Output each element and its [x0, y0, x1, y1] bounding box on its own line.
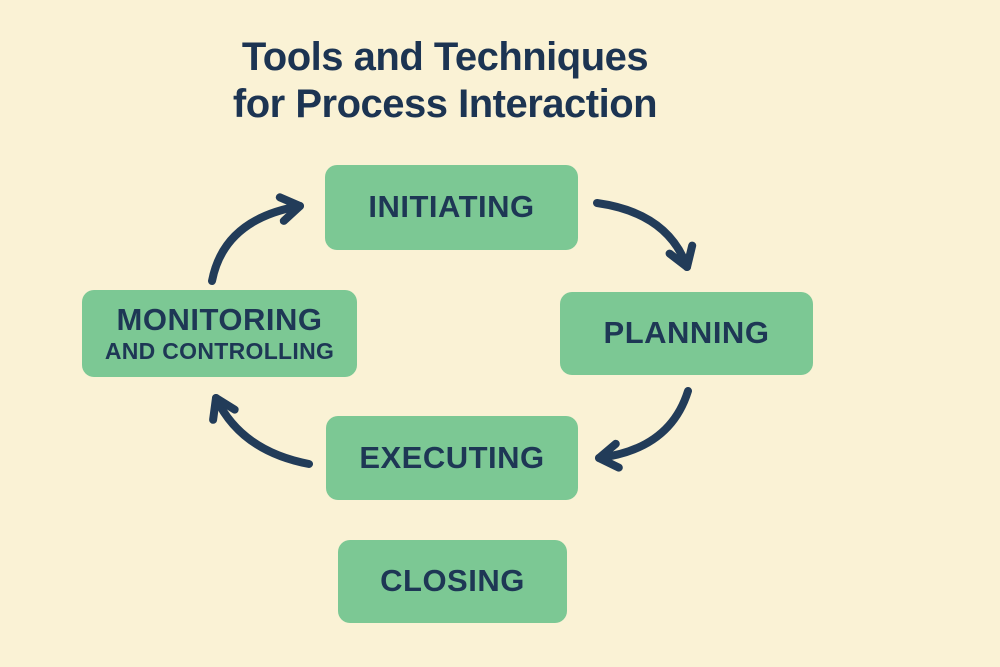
node-closing-label: CLOSING [380, 563, 525, 599]
arrow-planning-to-executing-icon [595, 387, 692, 472]
node-executing-label: EXECUTING [359, 439, 545, 475]
node-monitoring-label: MONITORING [116, 302, 323, 338]
arrow-initiating-to-planning-icon [593, 199, 697, 271]
node-initiating: INITIATING [325, 165, 578, 250]
node-closing: CLOSING [338, 540, 567, 623]
diagram-title: Tools and Techniques for Process Interac… [145, 34, 745, 128]
arrow-monitoring-to-initiating-icon [208, 193, 304, 285]
title-line-1: Tools and Techniques [241, 35, 649, 79]
node-planning: PLANNING [560, 292, 813, 375]
node-monitoring-and-controlling: MONITORING AND CONTROLLING [82, 290, 357, 377]
arrow-executing-to-monitoring-icon [209, 394, 313, 468]
node-planning-label: PLANNING [603, 315, 770, 351]
node-executing: EXECUTING [326, 416, 578, 500]
node-initiating-label: INITIATING [368, 189, 535, 225]
node-monitoring-sublabel: AND CONTROLLING [104, 337, 335, 364]
title-line-2: for Process Interaction [232, 82, 658, 126]
